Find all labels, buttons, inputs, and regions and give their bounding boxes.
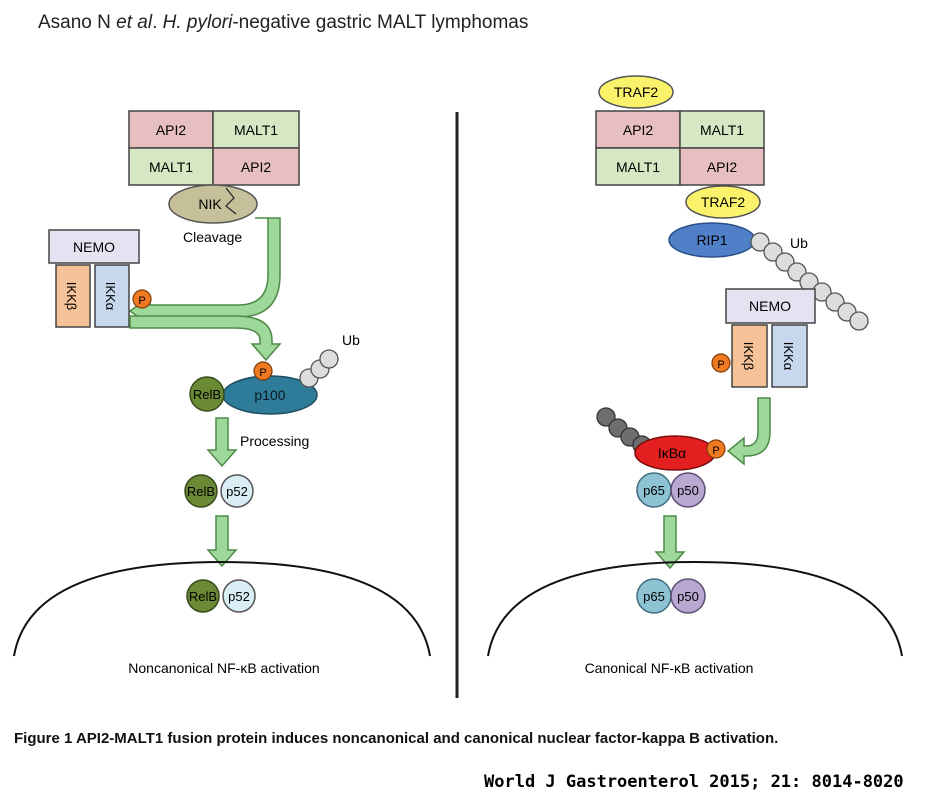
p50-node-2 — [670, 578, 706, 614]
left-ub-label: Ub — [342, 332, 360, 348]
right-ikka-box — [771, 324, 808, 388]
noncanonical-label: Noncanonical NF-κB activation — [128, 660, 319, 676]
citation: World J Gastroenterol 2015; 21: 8014-802… — [484, 772, 904, 792]
nik-label: NIK — [198, 196, 222, 212]
right-ub-label: Ub — [790, 235, 808, 251]
left-panel: API2 MALT1 MALT1 API2 NIK Cleavage NEMO … — [13, 110, 431, 676]
header-etal: et al — [116, 12, 153, 33]
p50-node-1 — [670, 472, 706, 508]
right-ikkb-box — [731, 324, 768, 388]
relb-node-2 — [184, 474, 218, 508]
rip1-label: RIP1 — [696, 232, 727, 248]
p52-label-2: p52 — [228, 589, 250, 604]
p100-label: p100 — [254, 387, 285, 403]
right-ikkb-phospho-label: P — [717, 359, 724, 371]
ikk-to-ikba-arrow — [726, 397, 771, 466]
p65-label-1: p65 — [643, 483, 665, 498]
left-api2-box-2 — [212, 147, 300, 186]
ikk-to-p100-arrow — [129, 315, 282, 362]
figure-header: Asano N et al. H. pylori-negative gastri… — [38, 12, 528, 34]
right-nucleus-membrane — [487, 560, 903, 657]
left-nucleus-membrane — [13, 560, 431, 657]
left-ikka-label: IKKα — [103, 282, 118, 311]
right-nemo-label: NEMO — [749, 298, 791, 314]
figure-caption: Figure 1 API2-MALT1 fusion protein induc… — [14, 730, 779, 747]
relb-label-3: RelB — [189, 589, 217, 604]
right-api2-box-1 — [595, 110, 681, 149]
traf2-node-bottom — [685, 185, 761, 219]
relb-label-1: RelB — [193, 387, 221, 402]
header-dot: . — [152, 12, 163, 33]
p52-node-1 — [220, 474, 254, 508]
right-api2-label-2: API2 — [707, 159, 738, 175]
relb-label-2: RelB — [187, 484, 215, 499]
left-nemo-label: NEMO — [73, 239, 115, 255]
right-nemo-box — [725, 288, 816, 324]
header-title: -negative gastric MALT lymphomas — [232, 12, 529, 33]
cleavage-label: Cleavage — [183, 229, 242, 245]
right-ikkb-phospho — [711, 353, 731, 373]
p50-label-1: p50 — [677, 483, 699, 498]
left-api2-label-1: API2 — [156, 122, 187, 138]
header-author: Asano N — [38, 12, 117, 33]
right-malt1-label-1: MALT1 — [700, 122, 744, 138]
left-malt1-label-1: MALT1 — [234, 122, 278, 138]
right-api2-box-2 — [679, 147, 765, 186]
left-nuclear-arrow — [206, 515, 238, 568]
left-ikkb-label: IKKβ — [64, 282, 79, 310]
left-ikkb-box — [55, 264, 91, 328]
left-nemo-box — [48, 229, 140, 264]
p52-label-1: p52 — [226, 484, 248, 499]
right-malt1-box-1 — [679, 110, 765, 149]
traf2-node-top — [598, 75, 674, 109]
cleavage-mark — [225, 187, 237, 215]
p52-node-2 — [222, 579, 256, 613]
relb-node-3 — [186, 579, 220, 613]
left-ikka-phospho-label: P — [138, 295, 145, 307]
right-ikka-label: IKKα — [781, 342, 796, 371]
ikba-phospho — [706, 439, 726, 459]
right-malt1-label-2: MALT1 — [616, 159, 660, 175]
traf2-label-top: TRAF2 — [614, 84, 659, 100]
p100-phospho-label: P — [259, 367, 266, 379]
rip1-ub-chain — [750, 232, 869, 331]
left-api2-box-1 — [128, 110, 214, 149]
right-ikkb-label: IKKβ — [741, 342, 756, 370]
traf2-label-bottom: TRAF2 — [701, 194, 746, 210]
relb-node-1 — [189, 376, 225, 412]
left-ub-chain — [299, 349, 339, 388]
ikba-label: IκBα — [658, 445, 686, 461]
left-api2-label-2: API2 — [241, 159, 272, 175]
right-api2-label-1: API2 — [623, 122, 654, 138]
header-species: H. pylori — [162, 12, 233, 33]
p100-phospho — [253, 361, 273, 381]
p65-label-2: p65 — [643, 589, 665, 604]
ikba-phospho-label: P — [712, 445, 719, 457]
left-ikka-box — [94, 264, 130, 328]
right-nuclear-arrow — [654, 515, 686, 570]
processing-arrow — [206, 417, 238, 468]
right-panel: TRAF2 API2 MALT1 MALT1 API2 TRAF2 RIP1 U… — [487, 75, 903, 676]
canonical-label: Canonical NF-κB activation — [585, 660, 754, 676]
p50-label-2: p50 — [677, 589, 699, 604]
processing-label: Processing — [240, 433, 309, 449]
left-ikka-phospho — [132, 289, 152, 309]
left-malt1-label-2: MALT1 — [149, 159, 193, 175]
